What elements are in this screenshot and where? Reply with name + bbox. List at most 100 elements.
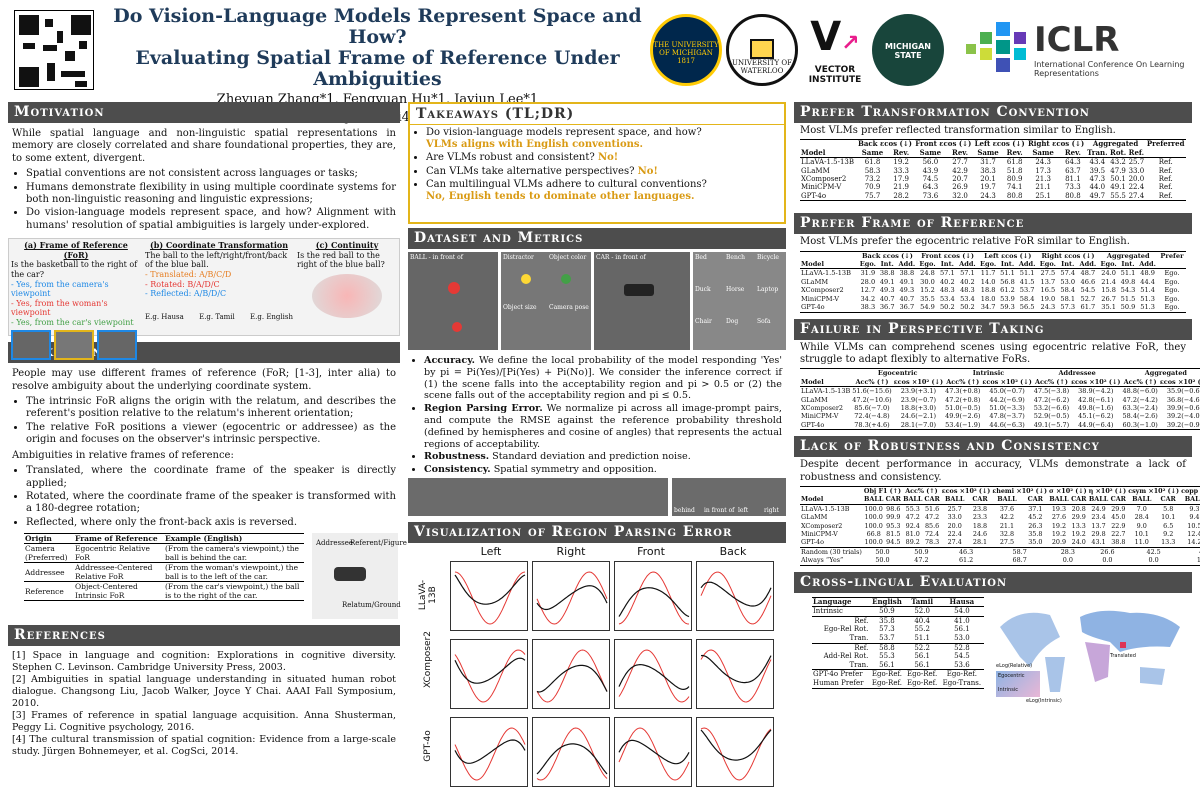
viz-plot	[532, 638, 610, 709]
reference-item: [2] Ambiguities in spatial language unde…	[12, 674, 396, 709]
poster-header: Do Vision-Language Models Represent Spac…	[0, 0, 1200, 125]
motivation-bullet: Spatial conventions are not consistent a…	[26, 168, 396, 180]
viz-plot	[696, 716, 774, 787]
umich-logo: THE UNIVERSITY OF MICHIGAN 1817	[650, 14, 722, 86]
viz-row-label: LLaVA-13B	[418, 579, 438, 611]
viz-plot	[696, 638, 774, 709]
reference-item: [3] Frames of reference in spatial langu…	[12, 710, 396, 733]
iclr-logo: ICLR International Conference On Learnin…	[960, 14, 1195, 90]
title-line-2: Evaluating Spatial Frame of Reference Un…	[135, 47, 620, 90]
viz-plot	[532, 716, 610, 787]
motivation-text: While spatial language and non-linguisti…	[12, 128, 396, 164]
frame-intro: Most VLMs prefer the egocentric relative…	[800, 236, 1130, 248]
takeaway-item: Can multilingual VLMs adhere to cultural…	[426, 179, 780, 203]
background-text: Ambiguities in relative frames of refere…	[12, 449, 234, 461]
vector-logo: V↗ VECTOR INSTITUTE	[808, 14, 862, 85]
frame-header: Prefer Frame of Reference	[794, 213, 1192, 235]
msu-logo: MICHIGAN STATE	[872, 14, 944, 86]
robust-table: Obj F1 (↑)Acc% (↑)εcos ×10² (↓)εhemi ×10…	[800, 485, 1200, 566]
takeaway-item: Can VLMs take alternative perspectives? …	[426, 166, 780, 178]
reference-item: [4] The cultural transmission of spatial…	[12, 734, 396, 757]
viz-figure: Left Right Front Back LLaVA-13B XCompose…	[408, 545, 786, 791]
viz-col-label: Right	[556, 544, 586, 558]
metric-region-error: Region Parsing Error. We normalize pi ac…	[424, 403, 782, 450]
references-header: References	[8, 625, 400, 647]
viz-plot	[450, 716, 528, 787]
qr-code[interactable]	[14, 10, 94, 90]
background-bullet: The intrinsic FoR aligns the origin with…	[26, 396, 396, 421]
viz-plot	[450, 638, 528, 709]
cross-header: Cross-lingual Evaluation	[794, 571, 1192, 593]
perspective-intro: While VLMs can comprehend scenes using e…	[800, 341, 1186, 365]
metric-robustness: Robustness. Standard deviation and predi…	[424, 451, 782, 463]
metric-accuracy: Accuracy. We define the local probabilit…	[424, 355, 782, 402]
world-map: eLog(Relative) Egocentric Intrinsic eLog…	[990, 596, 1190, 704]
motivation-figure: (a) Frame of Reference (FoR) Is the bask…	[8, 238, 400, 360]
viz-col-label: Left	[480, 544, 502, 558]
ambiguity-bullet: Reflected, where only the front-back axi…	[26, 517, 396, 529]
motivation-header: Motivation	[8, 102, 400, 123]
motivation-bullet: Do vision-language models represent spac…	[26, 207, 396, 232]
ambiguity-bullet: Translated, where the coordinate frame o…	[26, 465, 396, 490]
transform-intro: Most VLMs prefer reflected transformatio…	[800, 125, 1116, 136]
takeaways-header: Takeaways (TL;DR)	[410, 104, 784, 125]
background-text: People may use different frames of refer…	[12, 368, 396, 392]
takeaway-item: Do vision-language models represent spac…	[426, 127, 780, 151]
takeaways-box: Takeaways (TL;DR) Do vision-language mod…	[408, 102, 786, 224]
background-bullet: The relative FoR positions a viewer (ego…	[26, 422, 396, 447]
viz-col-label: Front	[637, 544, 665, 558]
viz-plot	[450, 560, 528, 631]
dataset-header: Dataset and Metrics	[408, 228, 786, 249]
frame-table: Back εcos (↓)Front εcos (↓)Left εcos (↓)…	[800, 250, 1186, 313]
reference-item: [1] Space in language and cognition: Exp…	[12, 650, 396, 673]
metric-consistency: Consistency. Spatial symmetry and opposi…	[424, 464, 782, 476]
column-middle: Takeaways (TL;DR) Do vision-language mod…	[408, 102, 786, 791]
viz-row-label: XComposer2	[423, 631, 433, 688]
transform-header: Prefer Transformation Convention	[794, 102, 1192, 123]
ambiguity-bullet: Rotated, where the coordinate frame of t…	[26, 491, 396, 516]
viz-col-label: Back	[719, 544, 747, 558]
for-figure: Addressee Referent/Figure Relatum/Ground	[312, 533, 407, 620]
viz-plot	[696, 560, 774, 631]
column-right: Prefer Transformation Convention Most VL…	[794, 102, 1200, 705]
title-line-1: Do Vision-Language Models Represent Spac…	[113, 5, 642, 48]
viz-row-label: GPT-4o	[423, 730, 433, 762]
transform-table: Back εcos (↓)Front εcos (↓)Left εcos (↓)…	[800, 139, 1186, 202]
viz-plot	[532, 560, 610, 631]
column-left: Motivation While spatial language and no…	[8, 102, 407, 761]
takeaway-item: Are VLMs robust and consistent? No!	[426, 152, 780, 164]
